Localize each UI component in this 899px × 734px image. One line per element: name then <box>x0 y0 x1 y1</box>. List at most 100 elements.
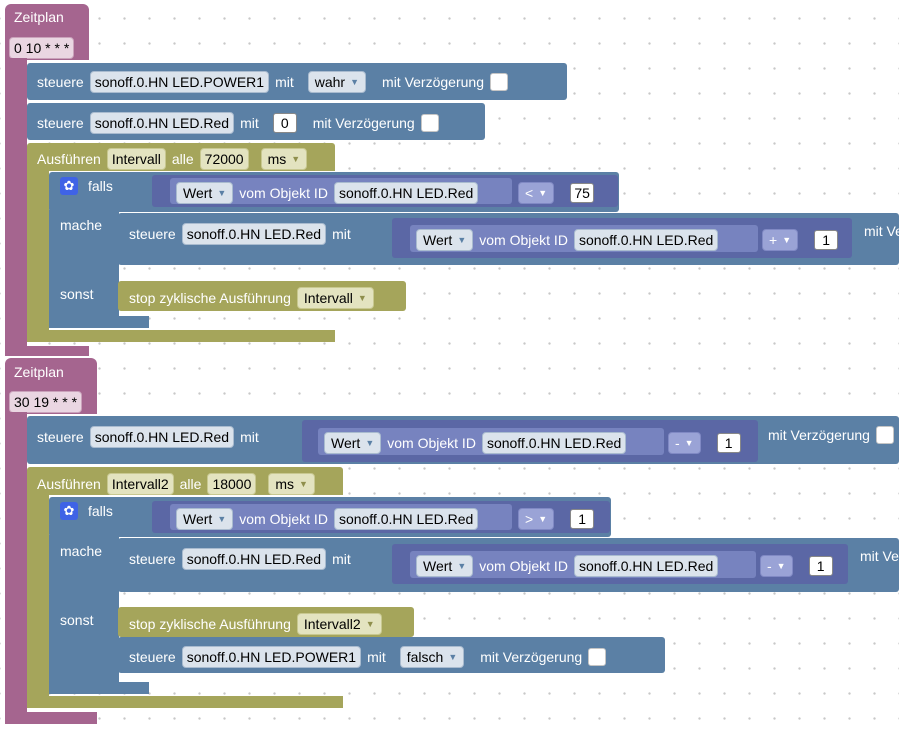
operator-value: < <box>525 185 534 201</box>
interval-ms-field[interactable]: 18000 <box>207 473 257 495</box>
if-block-footer <box>49 682 149 694</box>
from-object-label: vom Objekt ID <box>239 511 328 527</box>
control-label: steuere <box>37 429 84 445</box>
interval-name-field[interactable]: Intervall2 <box>106 473 174 495</box>
interval-block-footer <box>27 696 343 708</box>
value-dropdown[interactable]: Wert ▼ <box>416 229 474 251</box>
chevron-down-icon: ▼ <box>457 235 467 245</box>
delay-checkbox[interactable] <box>588 648 607 666</box>
number-field[interactable]: 0 <box>272 113 297 133</box>
chevron-down-icon: ▼ <box>538 188 548 198</box>
value-dropdown[interactable]: Wert ▼ <box>324 432 382 454</box>
else-label: sonst <box>60 286 94 302</box>
if-label: falls <box>88 503 113 519</box>
interval-dropdown[interactable]: Intervall ▼ <box>296 287 374 309</box>
with-label: mit <box>367 649 386 665</box>
chevron-down-icon: ▼ <box>776 561 786 571</box>
gear-icon[interactable]: ✿ <box>60 502 78 520</box>
do-label: mache <box>60 543 103 559</box>
every-label: alle <box>179 476 202 492</box>
delay-checkbox[interactable] <box>489 73 508 91</box>
from-object-label: vom Objekt ID <box>479 232 568 248</box>
value-dropdown[interactable]: Wert ▼ <box>176 182 234 204</box>
number-field[interactable]: 1 <box>814 230 839 250</box>
value-dropdown[interactable]: Wert ▼ <box>416 555 474 577</box>
delay-checkbox[interactable] <box>875 426 894 444</box>
unit-dropdown[interactable]: ms ▼ <box>268 473 315 495</box>
delay-label: mit Verzögerung <box>480 649 583 665</box>
interval-dropdown[interactable]: Intervall2 ▼ <box>296 613 382 635</box>
object-id-field[interactable]: sonoff.0.HN LED.Red <box>181 548 327 570</box>
if-block-bar <box>49 535 119 693</box>
schedule-bottom-cap <box>5 346 89 356</box>
chevron-down-icon: ▼ <box>448 652 458 662</box>
if-block-footer <box>49 316 149 328</box>
else-label: sonst <box>60 612 94 628</box>
with-label: mit <box>240 115 259 131</box>
gear-icon[interactable]: ✿ <box>60 177 78 195</box>
chevron-down-icon: ▼ <box>217 188 227 198</box>
schedule-body-bar <box>5 58 27 354</box>
interval-block-bar <box>27 170 49 333</box>
chevron-down-icon: ▼ <box>782 235 792 245</box>
object-id-field[interactable]: sonoff.0.HN LED.Red <box>573 555 719 577</box>
operator-dropdown[interactable]: > ▼ <box>518 508 555 530</box>
operator-dropdown[interactable]: < ▼ <box>518 182 555 204</box>
value-dropdown-label: Wert <box>331 435 361 451</box>
boolean-value: falsch <box>406 649 444 665</box>
unit-value: ms <box>267 151 287 167</box>
number-field[interactable]: 1 <box>570 509 595 529</box>
chevron-down-icon: ▼ <box>350 77 360 87</box>
boolean-dropdown[interactable]: falsch ▼ <box>399 646 465 668</box>
delay-label: mit Verzögerung <box>768 427 870 443</box>
number-field[interactable]: 1 <box>808 556 833 576</box>
every-label: alle <box>171 151 194 167</box>
interval-block-bar <box>27 494 49 704</box>
control-label: steuere <box>37 115 84 131</box>
delay-label: mit Verzögerung <box>312 115 415 131</box>
with-label: mit <box>275 74 294 90</box>
cron-field[interactable]: 0 10 * * * <box>9 37 75 59</box>
interval-dropdown-value: Intervall2 <box>303 616 361 632</box>
operator-dropdown[interactable]: - ▼ <box>760 555 793 577</box>
object-id-field[interactable]: sonoff.0.HN LED.POWER1 <box>89 71 270 93</box>
object-id-field[interactable]: sonoff.0.HN LED.Red <box>181 223 327 245</box>
with-label: mit <box>332 226 351 242</box>
object-id-field[interactable]: sonoff.0.HN LED.POWER1 <box>181 646 362 668</box>
chevron-down-icon: ▼ <box>291 154 301 164</box>
number-field[interactable]: 1 <box>716 433 741 453</box>
operator-dropdown[interactable]: + ▼ <box>762 229 799 251</box>
run-label: Ausführen <box>37 151 101 167</box>
value-dropdown[interactable]: Wert ▼ <box>176 508 234 530</box>
object-id-field[interactable]: sonoff.0.HN LED.Red <box>333 508 479 530</box>
interval-dropdown-value: Intervall <box>303 290 353 306</box>
object-id-field[interactable]: sonoff.0.HN LED.Red <box>481 432 627 454</box>
interval-ms-field[interactable]: 72000 <box>199 148 249 170</box>
unit-value: ms <box>275 476 295 492</box>
object-id-field[interactable]: sonoff.0.HN LED.Red <box>333 182 479 204</box>
delay-checkbox[interactable] <box>420 114 439 132</box>
stop-label: stop zyklische Ausführung <box>129 290 291 306</box>
if-block-bar <box>49 210 119 328</box>
boolean-dropdown[interactable]: wahr ▼ <box>307 71 367 93</box>
object-id-field[interactable]: sonoff.0.HN LED.Red <box>89 112 235 134</box>
cron-field[interactable]: 30 19 * * * <box>9 391 83 413</box>
unit-dropdown[interactable]: ms ▼ <box>260 148 308 170</box>
control-label: steuere <box>37 74 84 90</box>
value-dropdown-label: Wert <box>183 511 213 527</box>
operator-dropdown[interactable]: - ▼ <box>668 432 701 454</box>
operator-value: - <box>767 558 772 574</box>
operator-value: > <box>525 511 534 527</box>
run-label: Ausführen <box>37 476 101 492</box>
if-label: falls <box>88 178 113 194</box>
object-id-field[interactable]: sonoff.0.HN LED.Red <box>573 229 719 251</box>
object-id-field[interactable]: sonoff.0.HN LED.Red <box>89 426 235 448</box>
interval-name-field[interactable]: Intervall <box>106 148 166 170</box>
delay-label: mit Ve <box>860 548 899 564</box>
delay-label: mit Verzögerung <box>382 74 484 90</box>
with-label: mit <box>240 429 259 445</box>
boolean-value: wahr <box>314 74 346 90</box>
stop-label: stop zyklische Ausführung <box>129 616 291 632</box>
number-field[interactable]: 75 <box>570 183 595 203</box>
from-object-label: vom Objekt ID <box>239 185 328 201</box>
